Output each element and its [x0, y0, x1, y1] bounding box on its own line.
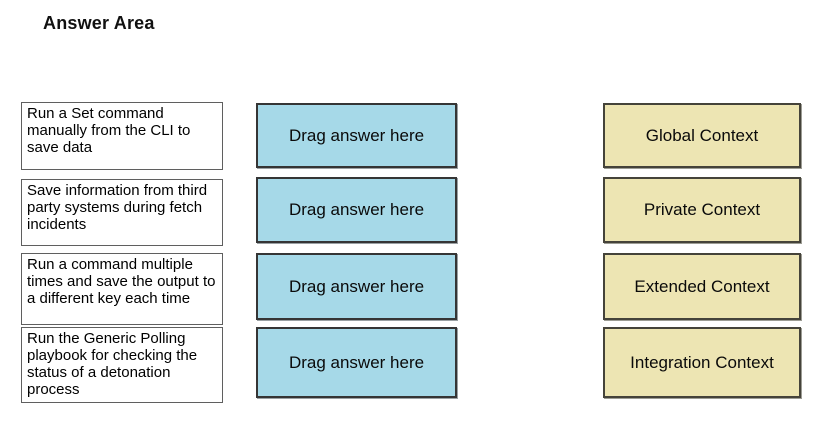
- answer-token-private-context[interactable]: Private Context: [603, 177, 801, 243]
- description-box-1: Run a Set command manually from the CLI …: [21, 102, 223, 170]
- description-box-3: Run a command multiple times and save th…: [21, 253, 223, 325]
- drop-zone-4[interactable]: Drag answer here: [256, 327, 457, 398]
- answer-token-extended-context[interactable]: Extended Context: [603, 253, 801, 320]
- answer-token-integration-context[interactable]: Integration Context: [603, 327, 801, 398]
- description-box-2: Save information from third party system…: [21, 179, 223, 246]
- answer-token-global-context[interactable]: Global Context: [603, 103, 801, 168]
- drop-zone-1[interactable]: Drag answer here: [256, 103, 457, 168]
- description-box-4: Run the Generic Polling playbook for che…: [21, 327, 223, 403]
- page-title: Answer Area: [43, 13, 155, 33]
- drop-zone-2[interactable]: Drag answer here: [256, 177, 457, 243]
- drop-zone-3[interactable]: Drag answer here: [256, 253, 457, 320]
